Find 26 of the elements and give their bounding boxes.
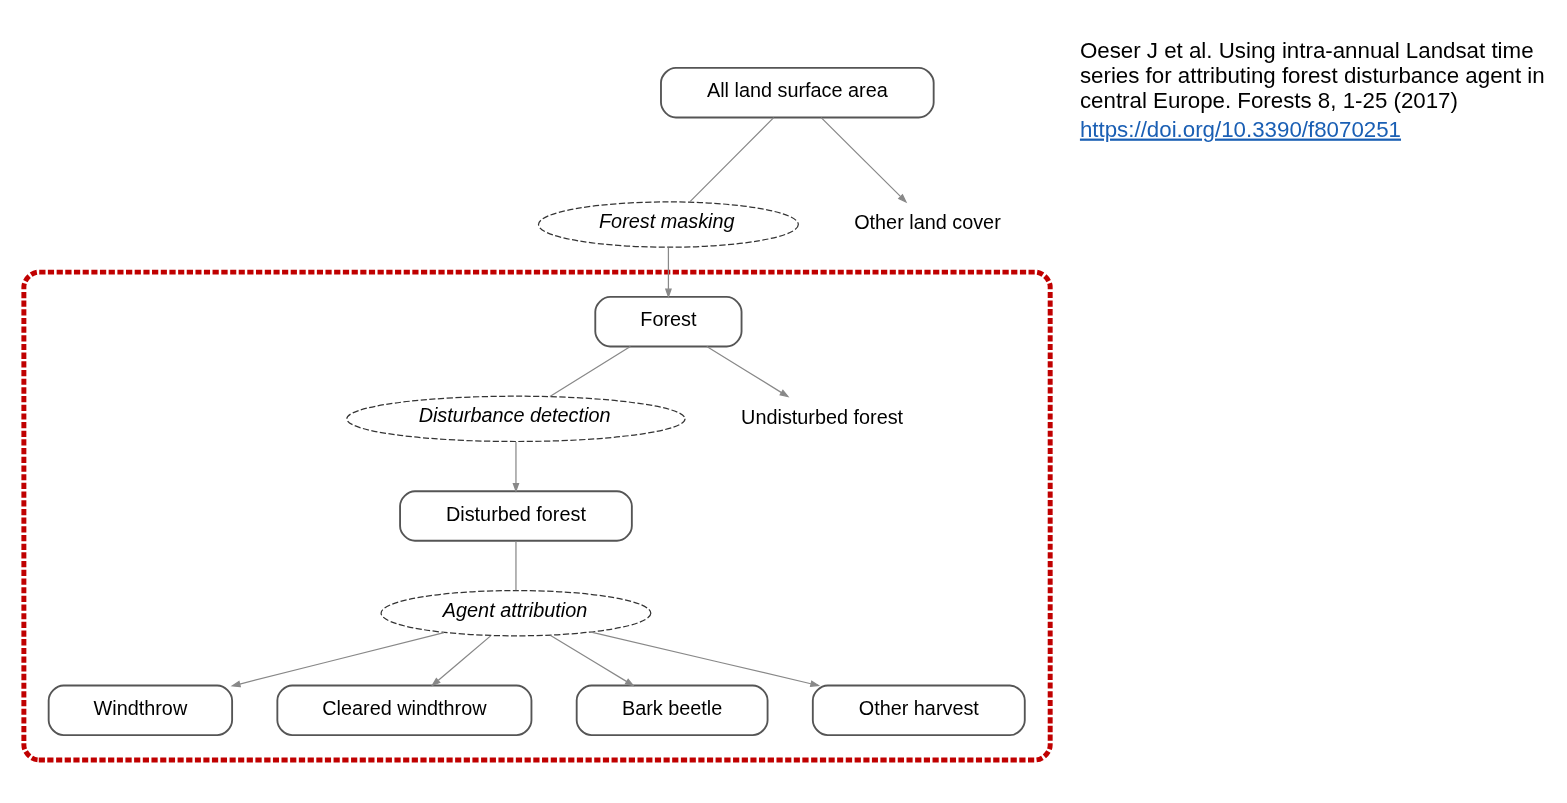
node-box: Forest [593, 295, 742, 348]
connector [688, 117, 774, 203]
arrow [820, 117, 907, 204]
node-box: Windthrow [47, 684, 233, 737]
node-ellipse: Forest masking [537, 201, 799, 248]
node-box: All land surface area [659, 66, 935, 119]
node-ellipse: Agent attribution [380, 589, 651, 637]
arrow [705, 345, 789, 398]
arrow [511, 441, 519, 493]
node-box: Cleared windthrow [275, 684, 532, 737]
arrow [549, 634, 635, 687]
label: Oeser J et al. Using intra-annual Landsat time series for attributing forest disturbance agent in central Europe. Forests 8, 1-25 (2017) [1079, 38, 1545, 114]
connector [548, 345, 631, 398]
node-ellipse: Disturbance detection [345, 395, 686, 443]
node-box: Bark beetle [575, 684, 768, 737]
connector [514, 540, 517, 591]
node-text: Other land cover [853, 211, 1001, 234]
node-box: Other harvest [811, 684, 1026, 737]
arrow [230, 631, 445, 688]
node-text: Undisturbed forest [740, 405, 903, 428]
label: https://doi.org/10.3390/f8070251 [1079, 116, 1401, 142]
arrow [590, 631, 820, 688]
cluster [20, 269, 1053, 763]
arrow [430, 635, 491, 687]
node-box: Disturbed forest [398, 490, 633, 542]
arrow [664, 247, 672, 299]
